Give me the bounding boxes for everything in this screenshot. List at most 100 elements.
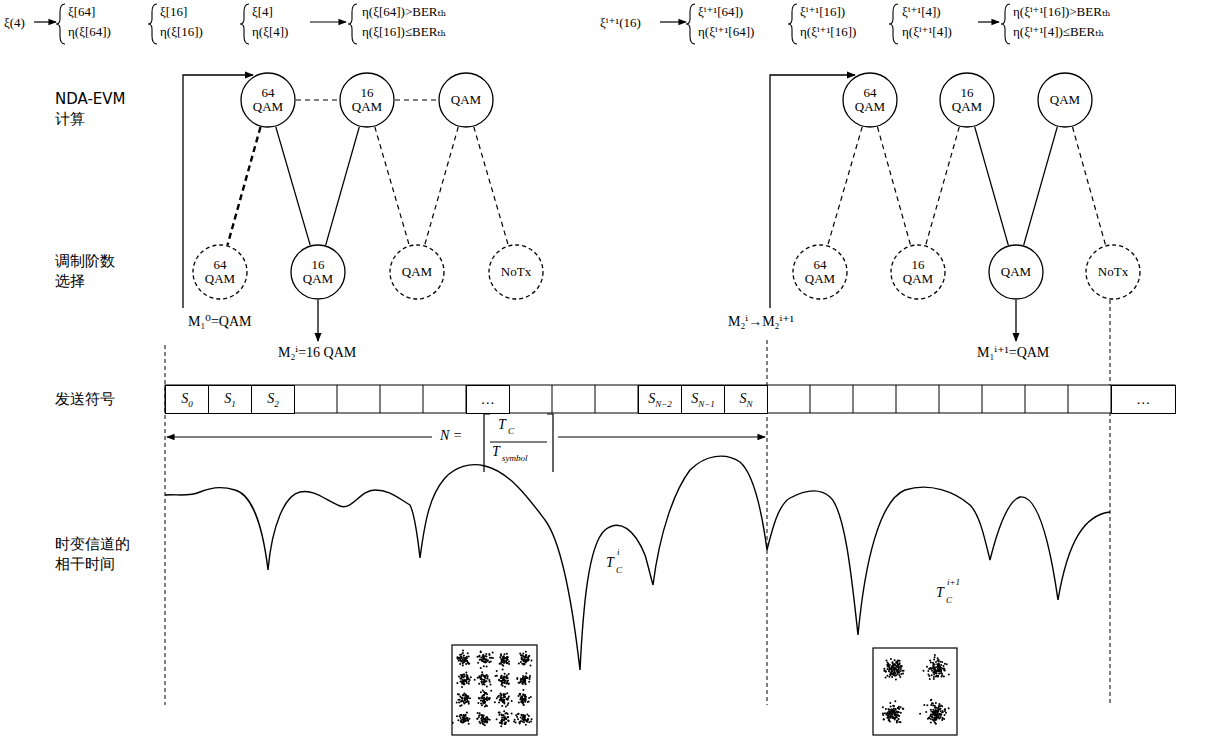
constellation-dot	[477, 662, 479, 664]
order-circle: QAM	[438, 72, 494, 128]
constellation-dot	[518, 663, 520, 665]
constellation-dot	[933, 713, 935, 715]
constellation-dot	[478, 697, 480, 699]
constellation-dot	[484, 679, 486, 681]
order-circle: 16 QAM	[290, 244, 346, 300]
constellation-dot	[934, 671, 936, 673]
constellation-dot	[500, 725, 502, 727]
constellation-dot	[507, 697, 509, 699]
constellation-dot	[502, 678, 504, 680]
constellation-dot	[503, 694, 505, 696]
constellation-dot	[468, 703, 470, 705]
constellation-dot	[505, 706, 507, 708]
constellation-dot	[468, 663, 470, 665]
constellation-dot	[895, 714, 897, 716]
constellation-dot	[507, 679, 509, 681]
constellation-dot	[482, 695, 484, 697]
constellation-dot	[520, 678, 522, 680]
constellation-dot	[893, 667, 895, 669]
constellation-dot	[470, 676, 472, 678]
constellation-dot	[939, 661, 941, 663]
constellation-dot	[481, 674, 483, 676]
circle-shape	[1086, 245, 1140, 299]
constellation-dot	[464, 700, 466, 702]
constellation-dot	[521, 695, 523, 697]
constellation-dot	[459, 663, 461, 665]
math-label: M₁⁰=QAM	[188, 314, 252, 331]
math-label: ξⁱ⁺¹[4])	[902, 4, 941, 20]
constellation-dot	[891, 712, 893, 714]
constellation-dot	[525, 654, 527, 656]
constellation-dot	[522, 689, 524, 691]
math-label: C	[508, 427, 514, 436]
constellation-dot	[892, 705, 894, 707]
constellation-dot	[897, 711, 899, 713]
constellation-dot	[896, 661, 898, 663]
constellation-dot	[928, 717, 930, 719]
constellation-dot	[939, 666, 941, 668]
constellation-dot	[528, 715, 530, 717]
constellation-dot	[464, 680, 466, 682]
constellation-dot	[926, 704, 928, 706]
constellation-dot	[520, 717, 522, 719]
constellation-dot	[927, 670, 929, 672]
constellation-dot	[933, 676, 935, 678]
constellation-dot	[496, 718, 498, 720]
curly-brace	[348, 4, 357, 44]
constellation-dot	[500, 653, 502, 655]
constellation-dot	[933, 678, 935, 680]
constellation-dot	[503, 694, 505, 696]
math-label: η(ξ[4])	[252, 24, 288, 40]
constellation-dot	[937, 675, 939, 677]
formula-arrow	[310, 21, 346, 22]
constellation-dot	[519, 699, 521, 701]
constellation-dot	[891, 712, 893, 714]
constellation-dot	[507, 720, 509, 722]
constellation-dot	[521, 714, 523, 716]
constellation-dot	[896, 720, 898, 722]
select-arrow	[1015, 300, 1016, 341]
constellation-dot	[502, 679, 504, 681]
constellation-dot	[458, 702, 460, 704]
constellation-dot	[490, 684, 492, 686]
constellation-dot	[465, 657, 467, 659]
order-circle: NoTx	[488, 244, 544, 300]
candidate-link	[926, 127, 960, 245]
constellation-dot	[466, 711, 468, 713]
constellation-dot	[485, 692, 487, 694]
constellation-dot	[486, 655, 488, 657]
constellation-dot	[496, 675, 498, 677]
constellation-dot	[886, 660, 888, 662]
node-label: S	[739, 391, 746, 406]
constellation-dot	[888, 670, 890, 672]
constellation-dot	[522, 675, 524, 677]
constellation-dot	[525, 654, 527, 656]
math-label: η(ξⁱ⁺¹[64])	[698, 24, 754, 40]
constellation-dot	[903, 670, 905, 672]
node-text: QAM	[996, 265, 1036, 279]
constellation-dot	[478, 714, 480, 716]
constellation-dot	[458, 658, 460, 660]
math-label: M₂ⁱ=16 QAM	[278, 345, 356, 362]
constellation-dot	[459, 705, 461, 707]
constellation-dot	[900, 673, 902, 675]
constellation-dot	[484, 693, 486, 695]
constellation-dot	[506, 712, 508, 714]
constellation-dot	[892, 661, 894, 663]
constellation-dot	[516, 677, 518, 679]
constellation-dot	[902, 673, 904, 675]
constellation-dot	[477, 718, 479, 720]
constellation-dot	[943, 665, 945, 667]
selected-link	[326, 127, 360, 245]
math-label: T	[936, 586, 944, 600]
circle-shape	[390, 245, 444, 299]
constellation-dot	[466, 674, 468, 676]
constellation-dot	[504, 693, 506, 695]
constellation-dot	[893, 717, 895, 719]
constellation-dot	[527, 659, 529, 661]
subscript-text: 0	[188, 399, 193, 409]
node-label: 16 QAM	[952, 85, 982, 114]
math-label: ξ[4]	[252, 4, 273, 20]
constellation-dot	[526, 676, 528, 678]
